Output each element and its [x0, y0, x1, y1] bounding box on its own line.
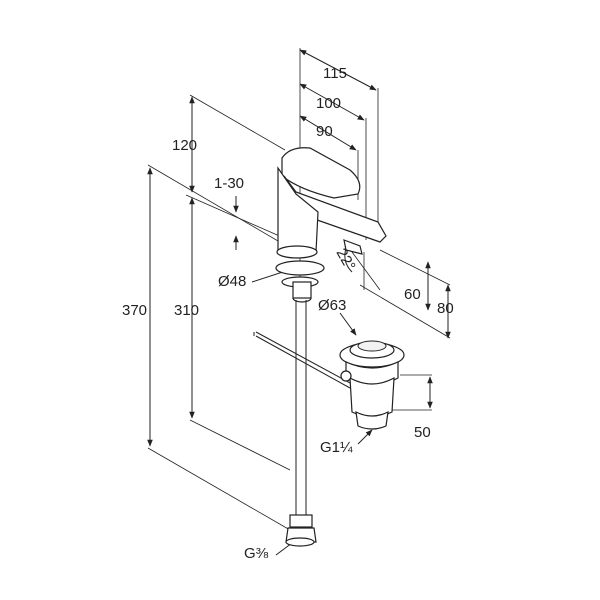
- dimension-labels: 115 100 90 120 1-30 22° Ø48 60 80 Ø63 37…: [122, 65, 454, 562]
- dim-120: 120: [172, 137, 197, 154]
- extension-lines: [147, 48, 451, 531]
- waste-fitting: [339, 340, 405, 430]
- dim-80: 80: [437, 300, 454, 317]
- dim-63: Ø63: [318, 297, 346, 314]
- dim-370: 370: [122, 302, 147, 319]
- dim-115: 115: [323, 65, 347, 82]
- dim-g3-8: G⅜: [244, 545, 269, 562]
- dim-310: 310: [174, 302, 199, 319]
- dimension-lines: [147, 49, 451, 556]
- dim-1-30: 1-30: [214, 175, 244, 192]
- dim-48: Ø48: [218, 273, 246, 290]
- dim-50: 50: [414, 424, 431, 441]
- dim-g1-quarter: G1¼: [320, 439, 353, 456]
- dim-90: 90: [316, 123, 333, 140]
- dim-60: 60: [404, 286, 421, 303]
- dim-100: 100: [316, 95, 341, 112]
- faucet: [253, 147, 387, 547]
